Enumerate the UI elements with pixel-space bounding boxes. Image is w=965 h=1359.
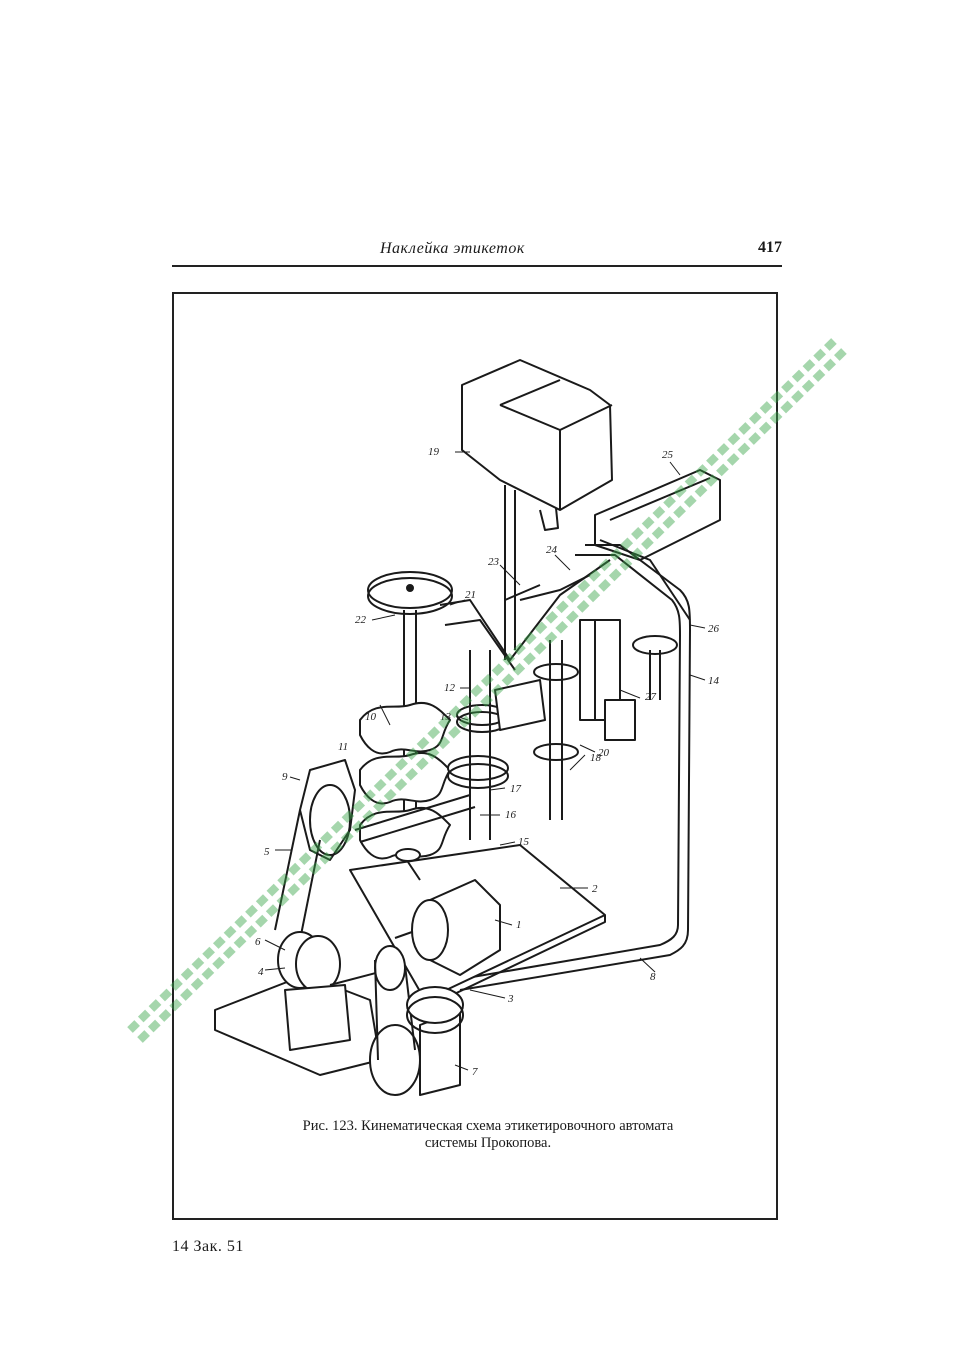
caption-line-1: Рис. 123. Кинематическая схема этикетиро… <box>302 1118 674 1134</box>
svg-text:23: 23 <box>488 556 500 568</box>
svg-text:16: 16 <box>505 809 517 821</box>
header-rule <box>172 265 782 267</box>
svg-text:19: 19 <box>428 446 440 458</box>
svg-text:6: 6 <box>255 936 261 948</box>
worm-assembly <box>447 650 546 840</box>
svg-text:22: 22 <box>355 614 367 626</box>
star-wheel-9 <box>299 759 356 861</box>
lower-base <box>214 931 396 1076</box>
svg-text:17: 17 <box>510 783 522 795</box>
svg-text:4: 4 <box>258 966 264 978</box>
svg-text:27: 27 <box>645 691 657 703</box>
svg-text:5: 5 <box>264 846 270 858</box>
main-shaft <box>354 794 476 881</box>
vacuum-pipe-8 <box>454 544 691 991</box>
gearbox-7 <box>369 945 464 1096</box>
caption-line-2: системы Прокопова. <box>424 1135 552 1151</box>
svg-text:21: 21 <box>465 589 476 601</box>
spindle-18 <box>533 640 579 820</box>
column-27 <box>579 619 636 741</box>
page-number: 417 <box>758 239 782 256</box>
svg-text:8: 8 <box>650 971 656 983</box>
figure-frame <box>172 292 778 1220</box>
svg-text:25: 25 <box>662 449 674 461</box>
label-box-19 <box>461 359 613 660</box>
svg-text:14: 14 <box>708 675 720 687</box>
svg-text:13: 13 <box>440 711 452 723</box>
svg-text:15: 15 <box>518 836 530 848</box>
chain-drive-5 <box>274 809 321 941</box>
svg-text:18: 18 <box>590 752 602 764</box>
svg-text:20: 20 <box>598 747 610 759</box>
svg-text:1: 1 <box>516 919 522 931</box>
footer-note: 14 Зак. 51 <box>172 1238 244 1255</box>
figure-caption: Рис. 123. Кинематическая схема этикетиро… <box>228 1118 748 1152</box>
motor-1 <box>394 879 501 976</box>
svg-text:9: 9 <box>282 771 288 783</box>
svg-text:10: 10 <box>365 711 377 723</box>
svg-text:12: 12 <box>444 682 456 694</box>
star-wheel-10 <box>359 701 451 860</box>
running-title: Наклейка этикеток <box>380 240 525 257</box>
svg-text:3: 3 <box>507 993 514 1005</box>
svg-text:7: 7 <box>472 1066 478 1078</box>
svg-text:11: 11 <box>338 741 348 753</box>
svg-text:26: 26 <box>708 623 720 635</box>
svg-text:24: 24 <box>546 544 558 556</box>
svg-text:2: 2 <box>592 883 598 895</box>
